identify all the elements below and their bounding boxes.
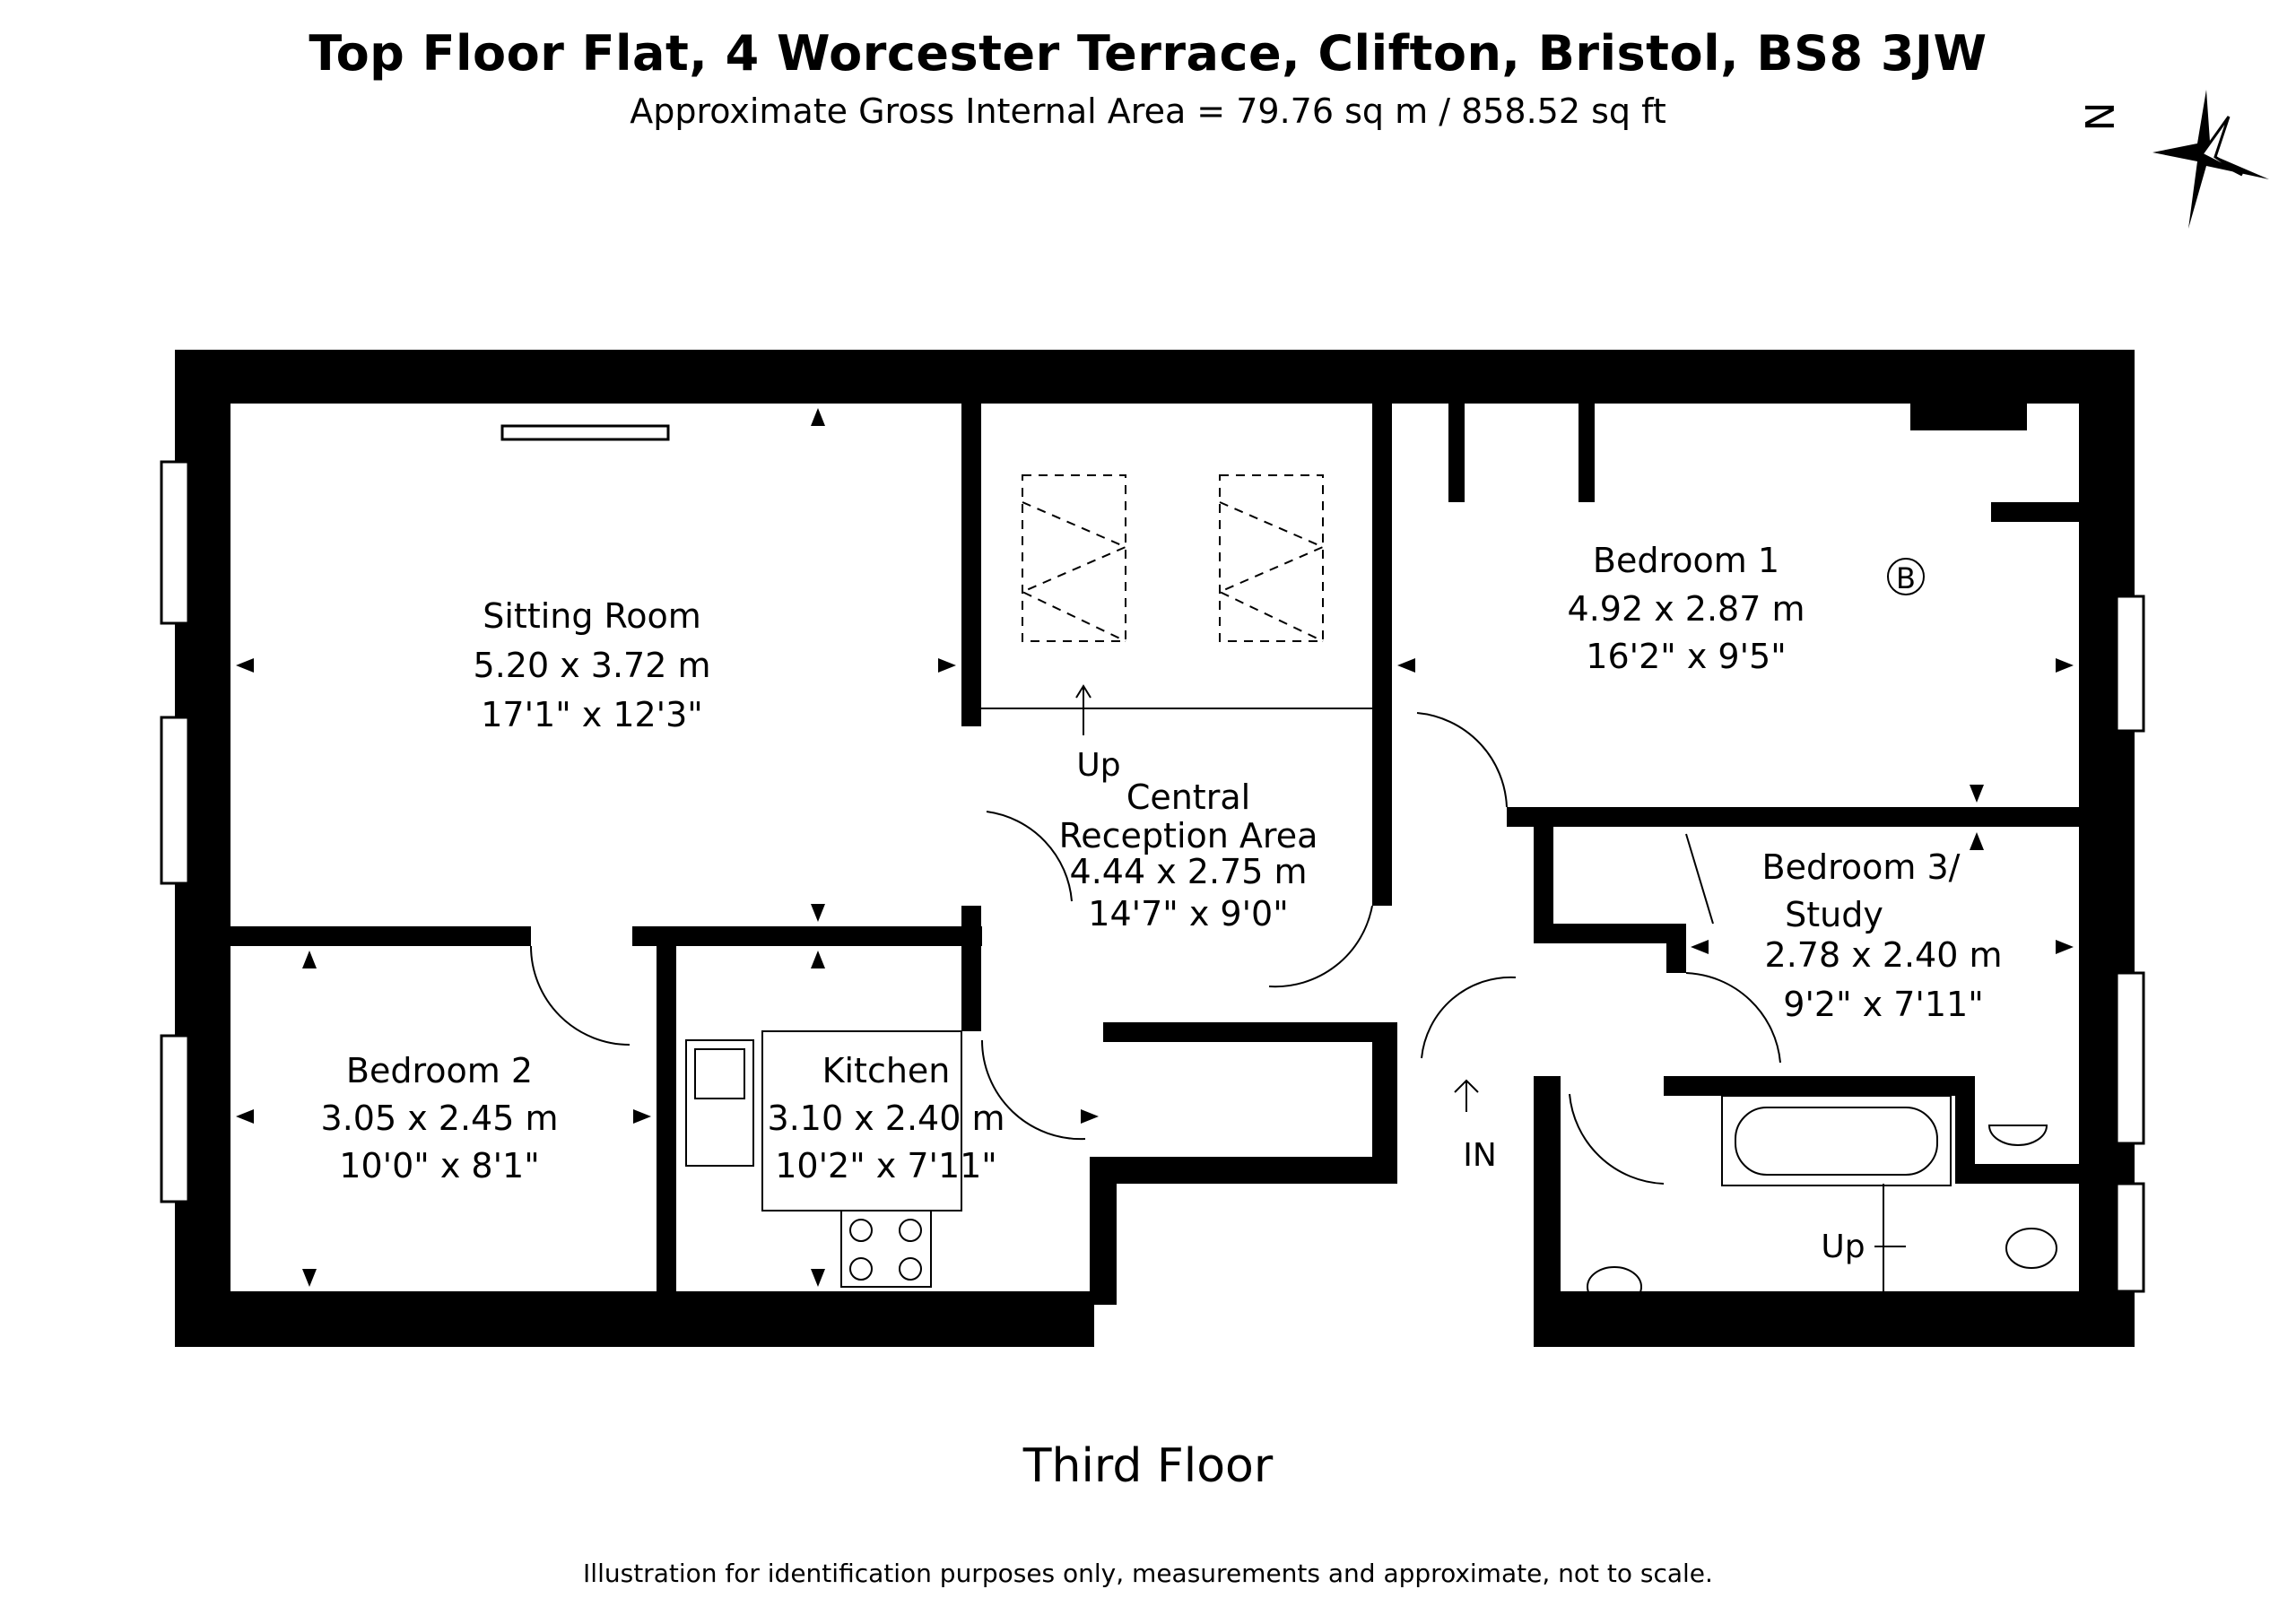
up-label-bathroom: Up	[1821, 1229, 1865, 1265]
room-central-reception: Central Reception Area 4.44 x 2.75 m 14'…	[1059, 777, 1318, 934]
room-name: Bedroom 3/	[1762, 847, 1961, 887]
room-metric: 5.20 x 3.72 m	[474, 646, 711, 685]
doors	[530, 708, 1781, 1185]
room-kitchen: Kitchen 3.10 x 2.40 m 10'2" x 7'11"	[768, 1051, 1005, 1185]
up-label-reception: Up	[1076, 747, 1120, 784]
room-name: Reception Area	[1059, 816, 1318, 855]
room-sitting-room: Sitting Room 5.20 x 3.72 m 17'1" x 12'3"	[474, 596, 711, 734]
disclaimer: Illustration for identification purposes…	[583, 1559, 1713, 1588]
skylights	[1020, 474, 1326, 642]
walls	[175, 350, 2135, 1347]
room-name: Central	[1126, 777, 1250, 817]
plan-title: Top Floor Flat, 4 Worcester Terrace, Cli…	[309, 25, 1987, 82]
room-name: Kitchen	[822, 1051, 951, 1090]
room-imperial: 9'2" x 7'11"	[1783, 985, 1983, 1024]
bathroom-fittings	[1587, 558, 2057, 1307]
room-metric: 4.92 x 2.87 m	[1568, 589, 1805, 629]
room-imperial: 17'1" x 12'3"	[481, 695, 703, 734]
entrance-label: IN	[1463, 1137, 1497, 1174]
room-metric: 4.44 x 2.75 m	[1070, 852, 1308, 891]
room-metric: 3.05 x 2.45 m	[321, 1099, 559, 1138]
dimension-markers	[236, 408, 2074, 1287]
room-name: Sitting Room	[483, 596, 701, 636]
room-bedroom-3: Bedroom 3/ Study 2.78 x 2.40 m 9'2" x 7'…	[1762, 847, 2003, 1024]
stairs-arrows	[1075, 684, 1906, 1247]
boiler-icon	[1887, 558, 1925, 595]
gross-area: Approximate Gross Internal Area = 79.76 …	[630, 91, 1666, 131]
room-name: Study	[1785, 895, 1883, 934]
compass-north-label: N	[2075, 102, 2121, 132]
room-metric: 2.78 x 2.40 m	[1765, 935, 2003, 975]
room-imperial: 14'7" x 9'0"	[1088, 894, 1288, 934]
room-name: Bedroom 1	[1593, 541, 1779, 580]
kitchen-fittings	[685, 1030, 962, 1288]
floor-label: Third Floor	[1022, 1439, 1274, 1493]
room-imperial: 10'0" x 8'1"	[339, 1146, 539, 1185]
room-imperial: 10'2" x 7'11"	[775, 1146, 997, 1185]
boiler-label: B	[1896, 561, 1916, 595]
room-metric: 3.10 x 2.40 m	[768, 1099, 1005, 1138]
room-name: Bedroom 2	[346, 1051, 533, 1090]
windows	[160, 424, 2145, 1293]
room-bedroom-1: Bedroom 1 4.92 x 2.87 m 16'2" x 9'5"	[1568, 541, 1805, 676]
room-imperial: 16'2" x 9'5"	[1586, 637, 1786, 676]
room-bedroom-2: Bedroom 2 3.05 x 2.45 m 10'0" x 8'1"	[321, 1051, 559, 1185]
compass-icon: N	[2075, 90, 2269, 229]
